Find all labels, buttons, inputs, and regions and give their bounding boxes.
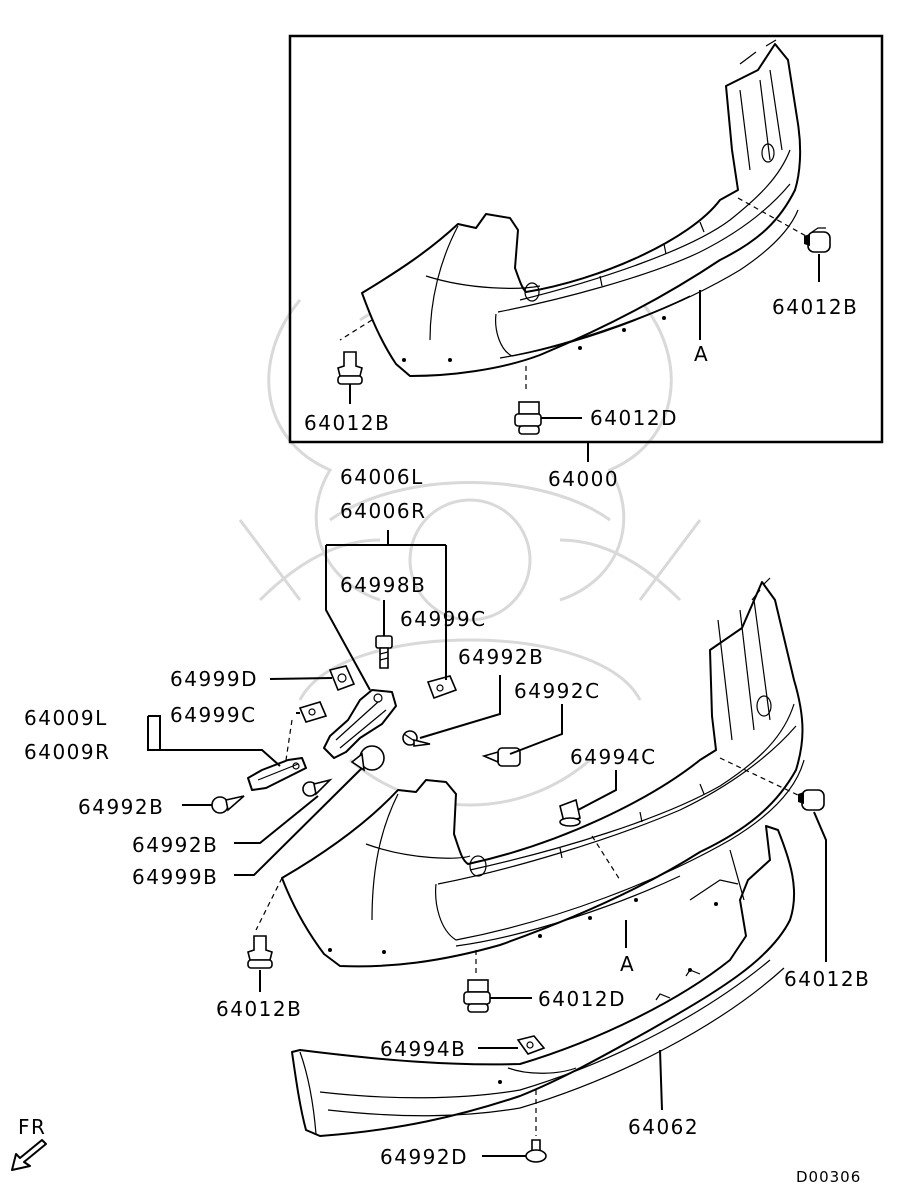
label-fr: FR	[18, 1115, 46, 1139]
nut-64994b	[516, 1035, 546, 1055]
bumper-cover-main	[281, 577, 805, 968]
clip-64012d-inset	[514, 401, 542, 435]
clip-64999d	[328, 665, 356, 692]
label-64999d: 64999D	[170, 667, 258, 691]
label-64992d: 64992D	[380, 1145, 468, 1169]
screw-64992b-top	[402, 730, 431, 747]
clip-64012d-main	[463, 979, 491, 1013]
inset-frame	[288, 34, 884, 444]
label-64998b: 64998B	[340, 573, 426, 597]
lower-valance-64062	[291, 825, 796, 1137]
label-64012d-inset: 64012D	[590, 406, 678, 430]
label-64999c-top: 64999C	[400, 607, 487, 631]
nut-64992c	[481, 747, 521, 767]
nut-64994c	[559, 798, 581, 827]
label-64992b-mid: 64992B	[132, 833, 218, 857]
label-64012b-main-left: 64012B	[216, 997, 302, 1021]
label-64006r: 64006R	[340, 499, 427, 523]
label-64062: 64062	[628, 1115, 699, 1139]
label-a-inset: A	[694, 342, 709, 366]
screw-64992d	[525, 1139, 547, 1163]
label-64992c: 64992C	[514, 679, 601, 703]
label-64994b: 64994B	[380, 1037, 466, 1061]
label-64012b-inset-left: 64012B	[304, 411, 390, 435]
clip-64012b-main-left	[247, 935, 273, 969]
clip-64012b-inset-left	[337, 351, 363, 385]
label-diagram-code: D00306	[796, 1168, 861, 1186]
label-64992b-left: 64992B	[78, 795, 164, 819]
label-64012b-inset-right: 64012B	[772, 295, 858, 319]
label-64009r: 64009R	[24, 740, 111, 764]
label-64999b: 64999B	[132, 865, 218, 889]
label-64994c: 64994C	[570, 745, 657, 769]
clip-64999b	[350, 745, 385, 772]
bracket-64009	[247, 757, 307, 791]
label-64999c-left: 64999C	[170, 703, 257, 727]
clip-64999c-top	[426, 675, 458, 700]
label-64006l: 64006L	[340, 465, 424, 489]
front-direction-arrow-icon	[11, 1139, 47, 1171]
bracket-64006	[323, 689, 397, 759]
bumper-cover-inset	[361, 39, 802, 377]
screw-64992b-mid	[302, 778, 333, 797]
screw-64992b-left	[211, 795, 245, 814]
label-a-main: A	[620, 952, 635, 976]
label-64012d-main: 64012D	[538, 987, 626, 1011]
clip-64999c-left	[298, 701, 328, 723]
clip-64012b-inset-right	[804, 227, 831, 253]
label-64009l: 64009L	[24, 706, 108, 730]
label-64012b-main-right: 64012B	[784, 967, 870, 991]
clip-64012b-main-right	[798, 789, 825, 811]
label-64000: 64000	[548, 467, 619, 491]
label-64992b-top: 64992B	[458, 645, 544, 669]
